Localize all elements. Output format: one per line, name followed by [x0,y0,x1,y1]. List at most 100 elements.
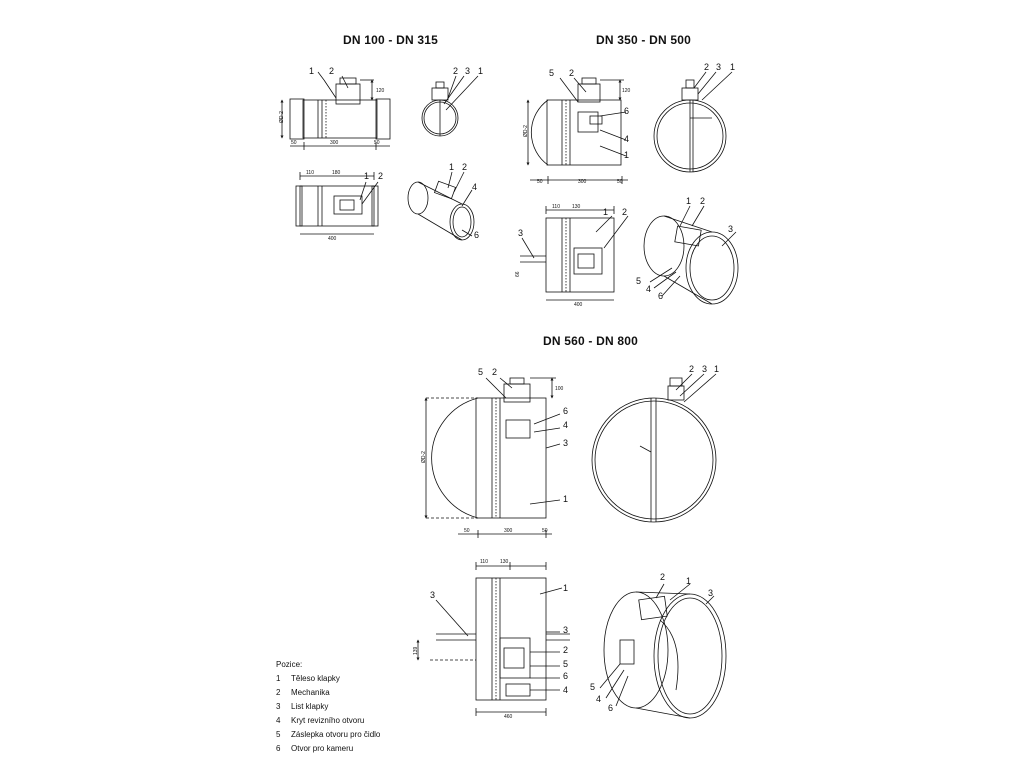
dim-large-130: 130 [500,559,509,565]
dim-medium-50b: 50 [617,179,623,185]
dim-medium-120: 120 [622,88,631,94]
label-large-side-5: 5 [478,367,483,377]
label-large-top-4: 4 [563,685,568,695]
dim-small-180: 180 [332,170,341,176]
label-medium-side-2: 2 [569,68,574,78]
medium-isometric-view [643,205,739,305]
dim-large-50a: 50 [464,528,470,534]
label-small-side-1: 1 [309,66,314,76]
small-front-view [421,75,479,137]
dim-large-300: 300 [504,528,513,534]
label-large-top-6: 6 [563,671,568,681]
label-large-front-3: 3 [702,364,707,374]
label-medium-top-2: 2 [622,207,627,217]
title-dn100-315: DN 100 - DN 315 [343,33,439,47]
label-medium-front-2: 2 [704,62,709,72]
dim-small-50a: 50 [291,140,297,146]
small-side-view [280,71,391,150]
medium-top-view [520,206,629,301]
medium-side-view [526,77,628,184]
dim-medium-130: 130 [572,204,581,210]
label-small-side-2: 2 [329,66,334,76]
label-medium-iso-3: 3 [728,224,733,234]
dim-small-dn: ØD-2 [279,111,285,123]
dim-small-50b: 50 [374,140,380,146]
label-medium-iso-2: 2 [700,196,705,206]
label-medium-front-1: 1 [730,62,735,72]
label-large-iso-3: 3 [708,588,713,598]
label-small-iso-4: 4 [472,182,477,192]
label-medium-iso-4: 4 [646,284,651,294]
label-small-front-3: 3 [465,66,470,76]
label-medium-top-3: 3 [518,228,523,238]
label-medium-side-5: 5 [549,68,554,78]
dim-medium-110: 110 [552,204,560,210]
label-small-iso-6: 6 [474,230,479,240]
label-large-top-1: 1 [563,583,568,593]
large-front-view [591,373,717,523]
label-large-top-2: 2 [563,645,568,655]
dim-large-dn: ØD-2 [421,451,427,463]
label-small-top-2: 2 [378,171,383,181]
title-dn350-500: DN 350 - DN 500 [596,33,692,47]
label-medium-side-6: 6 [624,106,629,116]
large-side-view [424,377,561,538]
label-large-iso-1: 1 [686,576,691,586]
label-medium-side-4: 4 [624,134,629,144]
label-medium-iso-5: 5 [636,276,641,286]
label-large-top-5: 5 [563,659,568,669]
dim-medium-66: 66 [515,271,521,277]
title-dn560-800: DN 560 - DN 800 [543,334,639,348]
dim-medium-300: 300 [578,179,587,185]
label-small-front-1: 1 [478,66,483,76]
label-medium-iso-1: 1 [686,196,691,206]
label-medium-iso-6: 6 [658,291,663,301]
large-isometric-view [599,583,727,719]
dim-large-50b: 50 [542,528,548,534]
label-medium-front-3: 3 [716,62,721,72]
dim-medium-dn: ØD-2 [523,125,529,137]
label-large-iso-6: 6 [608,703,613,713]
dim-large-110: 110 [480,559,488,565]
dim-medium-400: 400 [574,302,583,308]
label-large-side-6: 6 [563,406,568,416]
label-large-top-3b: 3 [563,625,568,635]
dim-small-120: 120 [376,88,385,94]
legend-heading: Pozice: [276,660,303,669]
label-large-front-2: 2 [689,364,694,374]
medium-front-view [653,71,733,173]
label-large-top-3a: 3 [430,590,435,600]
dim-large-460: 460 [504,714,513,720]
small-isometric-view [407,171,475,241]
label-large-iso-5: 5 [590,682,595,692]
dim-large-100: 100 [555,386,564,392]
label-medium-top-1: 1 [603,207,608,217]
small-top-view [295,172,379,235]
label-large-iso-2: 2 [660,572,665,582]
label-large-side-1: 1 [563,494,568,504]
label-small-front-2: 2 [453,66,458,76]
label-small-iso-2: 2 [462,162,467,172]
label-large-side-2: 2 [492,367,497,377]
label-large-side-3: 3 [563,438,568,448]
label-small-top-1: 1 [364,171,369,181]
large-top-view [416,562,570,716]
label-medium-side-1: 1 [624,150,629,160]
label-large-front-1: 1 [714,364,719,374]
dim-medium-50a: 50 [537,179,543,185]
dim-small-110: 110 [306,170,314,176]
label-large-side-4: 4 [563,420,568,430]
label-large-iso-4: 4 [596,694,601,704]
dim-large-139: 139 [413,646,419,655]
label-small-iso-1: 1 [449,162,454,172]
dim-small-300: 300 [330,140,339,146]
dim-small-400: 400 [328,236,337,242]
